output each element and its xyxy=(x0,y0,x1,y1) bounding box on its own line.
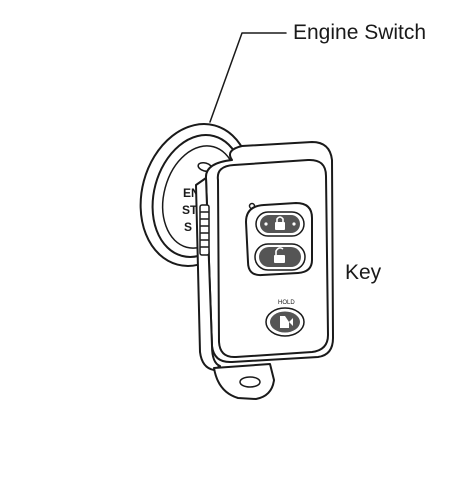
unlock-button xyxy=(254,243,306,271)
hold-label: HOLD xyxy=(278,300,295,306)
trunk-button: HOLD xyxy=(265,300,305,337)
unlock-icon xyxy=(274,247,285,263)
trunk-icon xyxy=(280,316,293,328)
key-fob-side-grip xyxy=(199,204,210,256)
key-fob: HOLD xyxy=(195,141,334,400)
lock-icon xyxy=(264,216,296,230)
engine-switch-leader-line xyxy=(209,32,287,123)
key-label: Key xyxy=(345,261,382,284)
engine-switch-text-line3: S xyxy=(184,220,192,234)
engine-switch-text-line2: ST xyxy=(182,203,198,217)
engine-switch-label: Engine Switch xyxy=(293,21,427,44)
lock-button xyxy=(255,211,305,237)
key-fob-ring-hole xyxy=(239,376,261,388)
